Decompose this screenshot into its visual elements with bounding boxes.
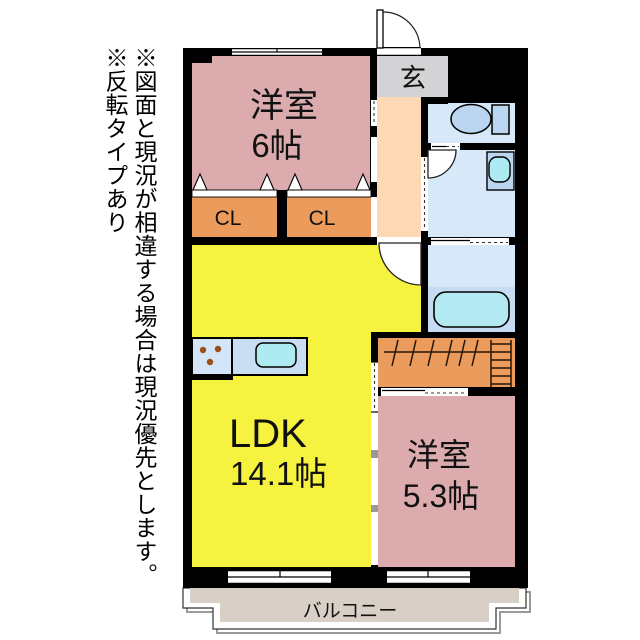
balcony-label: バルコニー xyxy=(303,601,398,622)
toilet-icon xyxy=(450,103,510,135)
balcony-floor xyxy=(190,588,519,622)
bathtub-icon xyxy=(433,291,510,328)
bedroom2-size: 5.3帖 xyxy=(403,478,480,514)
annotation-note1: ※図面と現況が相違する場合は現況優先とします。 xyxy=(131,46,157,587)
closet-sliding-door-icon xyxy=(381,388,468,396)
bedroom2-label: 洋室 xyxy=(407,437,471,473)
washroom-door-swing-icon xyxy=(427,149,457,179)
entrance-label: 玄 xyxy=(400,63,426,93)
balcony-area xyxy=(182,587,531,634)
ldk-bedroom2-partition-door-icon xyxy=(371,361,378,565)
washroom-sliding-door-icon xyxy=(421,157,428,231)
closet-left-room xyxy=(192,197,277,237)
ldk-label: LDK xyxy=(229,412,307,456)
entrance-door-icon xyxy=(376,9,421,57)
toilet-door-icon xyxy=(431,143,460,150)
closet-right-label: CL xyxy=(309,207,336,230)
annotation-vertical-text: ※図面と現況が相違する場合は現況優先とします。 ※反転タイプあり xyxy=(100,46,158,606)
kitchen-sink-icon xyxy=(255,342,297,368)
annotation-note2: ※反転タイプあり xyxy=(102,46,128,234)
ldk-room xyxy=(192,245,421,567)
window-bottom-ldk xyxy=(228,569,331,585)
entrance-area xyxy=(377,55,448,97)
closet-left-label: CL xyxy=(215,207,242,230)
washbasin-icon xyxy=(486,151,515,191)
stove-icon xyxy=(191,337,233,376)
bedroom1-room xyxy=(192,56,371,190)
bath-sliding-door-icon xyxy=(431,238,509,245)
ldk-door-swing-icon xyxy=(377,237,422,286)
bedroom2-room xyxy=(378,396,515,567)
bedroom1-size: 6帖 xyxy=(251,127,302,164)
hallway xyxy=(377,97,421,237)
window-bottom-bedroom2 xyxy=(387,569,470,585)
bedroom1-door-icon xyxy=(371,100,377,182)
window-top xyxy=(232,47,322,57)
hanger-rod-icon xyxy=(384,339,490,367)
ldk-size: 14.1帖 xyxy=(230,455,327,492)
balcony-shadow xyxy=(186,591,531,634)
kitchen-counter xyxy=(190,337,308,380)
shelf-ladder-icon xyxy=(490,340,512,387)
bedroom1-label: 洋室 xyxy=(250,87,318,125)
closet-right-room xyxy=(287,197,371,237)
closet-folding-door-icon xyxy=(191,172,372,198)
